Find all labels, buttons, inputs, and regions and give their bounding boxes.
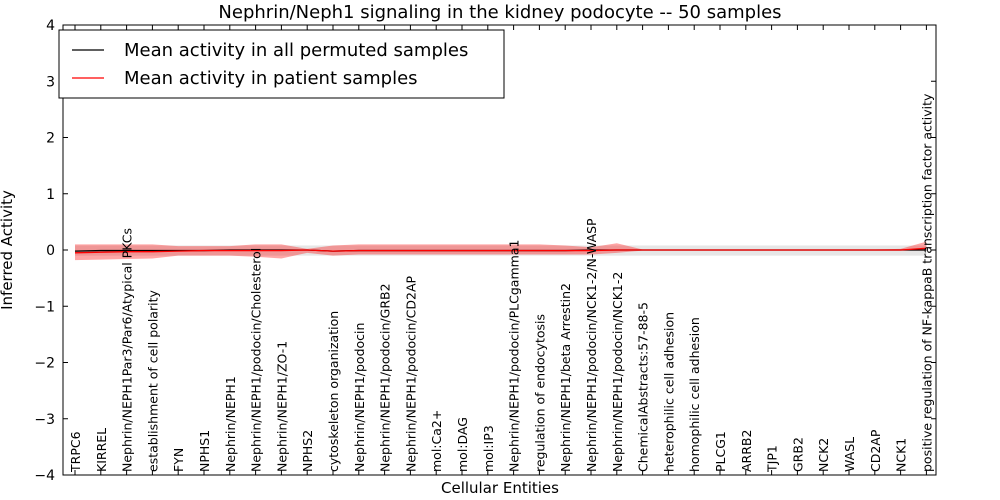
x-tick-label: mol:Ca2+: [429, 410, 444, 472]
y-axis-ticks: −4 −3 −2 −1 0 1 2 3 4: [34, 18, 936, 484]
y-axis-label: Inferred Activity: [0, 190, 16, 310]
x-tick-label: Nephrin/NEPH1/beta Arrestin2: [558, 283, 573, 472]
x-tick-label: NPHS2: [300, 430, 315, 472]
x-tick-label: establishment of cell polarity: [145, 290, 160, 472]
legend-label-permuted: Mean activity in all permuted samples: [124, 40, 468, 61]
x-tick-label: mol:DAG: [455, 417, 470, 472]
x-tick-label: TRPC6: [68, 431, 83, 473]
x-tick-label: ARRB2: [739, 430, 754, 472]
x-tick-label: KIRREL: [94, 428, 109, 472]
x-tick-label: NCK2: [816, 438, 831, 472]
x-axis-label: Cellular Entities: [441, 479, 559, 497]
x-tick-label: ChemicalAbstracts:57-88-5: [636, 302, 651, 472]
legend-label-patient: Mean activity in patient samples: [124, 68, 418, 89]
x-tick-label: Nephrin/NEPH1: [223, 376, 238, 472]
x-tick-label: GRB2: [790, 437, 805, 472]
x-tick-label: NCK1: [894, 438, 909, 472]
x-tick-label: heterophilic cell adhesion: [661, 312, 676, 472]
x-tick-label: mol:IP3: [481, 425, 496, 472]
x-tick-label: cytoskeleton organization: [326, 311, 341, 472]
x-tick-label: WASL: [842, 437, 857, 472]
series-lines: [74, 247, 927, 254]
y-tick-label: −1: [34, 299, 55, 315]
y-tick-label: 2: [46, 131, 55, 147]
x-tick-label: regulation of endocytosis: [532, 314, 547, 472]
x-tick-label: Nephrin/NEPH1/podocin/PLCgamma1: [507, 240, 522, 472]
y-tick-label: 1: [46, 187, 55, 203]
y-tick-label: −4: [34, 468, 55, 484]
x-tick-label: Nephrin/NEPH1/podocin/GRB2: [378, 283, 393, 472]
x-tick-label: Nephrin/NEPH1/ZO-1: [274, 341, 289, 472]
x-tick-label: Nephrin/NEPH1/podocin/Cholesterol: [249, 248, 264, 472]
chart-title: Nephrin/Neph1 signaling in the kidney po…: [218, 2, 781, 23]
x-tick-label: Nephrin/NEPH1/podocin/NCK1-2/N-WASP: [584, 218, 599, 472]
y-tick-label: −2: [34, 356, 55, 372]
line-series-1: [74, 247, 927, 254]
x-tick-label: NPHS1: [197, 430, 212, 472]
x-tick-label: Nephrin/NEPH1Par3/Par6/Atypical PKCs: [120, 228, 135, 472]
x-tick-label: homophilic cell adhesion: [687, 317, 702, 472]
legend: Mean activity in all permuted samples Me…: [58, 29, 505, 99]
legend-box: [58, 29, 505, 99]
x-tick-label: Nephrin/NEPH1/podocin: [352, 323, 367, 472]
y-tick-label: 0: [46, 243, 55, 259]
x-tick-label: Nephrin/NEPH1/podocin/NCK1-2: [610, 272, 625, 472]
x-tick-label: CD2AP: [868, 429, 883, 472]
x-tick-label: positive regulation of NF-kappaB transcr…: [919, 93, 934, 472]
x-tick-label: FYN: [171, 448, 186, 472]
y-tick-label: −3: [34, 412, 55, 428]
x-tick-label: TJP1: [765, 445, 780, 473]
x-axis-ticks: TRPC6 KIRREL Nephrin/NEPH1Par3/Par6/Atypic…: [68, 25, 934, 475]
y-tick-label: 4: [46, 18, 55, 34]
x-tick-label: Nephrin/NEPH1/podocin/CD2AP: [403, 276, 418, 472]
x-tick-label: PLCG1: [713, 431, 728, 472]
y-tick-label: 3: [46, 74, 55, 90]
